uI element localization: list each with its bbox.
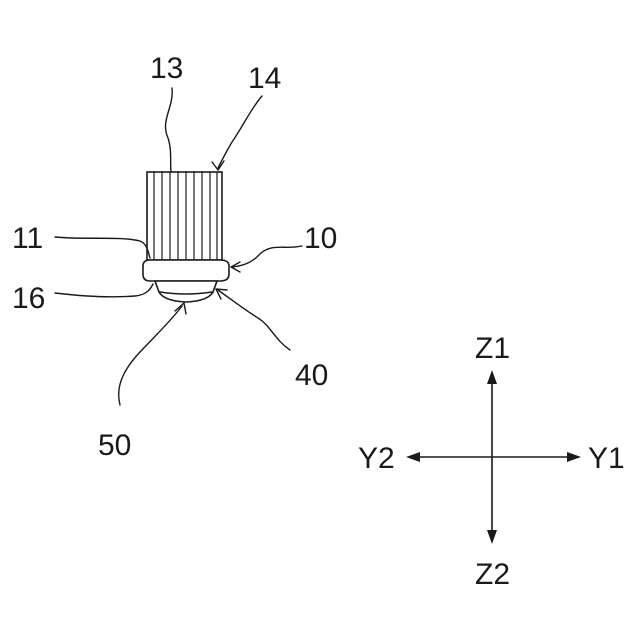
arrow-y2-icon bbox=[406, 452, 420, 462]
ribbed-body bbox=[147, 172, 222, 260]
axis-label-z1: Z1 bbox=[475, 332, 510, 365]
leader-13 bbox=[166, 88, 173, 172]
axis-label-z2: Z2 bbox=[475, 558, 510, 591]
axes-diagram: Z1 Z2 Y2 Y1 bbox=[358, 332, 625, 591]
label-11: 11 bbox=[12, 222, 43, 255]
label-50: 50 bbox=[98, 429, 131, 462]
leader-40 bbox=[218, 290, 290, 350]
leader-11 bbox=[55, 237, 150, 258]
label-14: 14 bbox=[248, 62, 281, 95]
base-flange bbox=[143, 260, 229, 281]
arrow-z2-icon bbox=[487, 530, 497, 544]
axis-label-y1: Y1 bbox=[588, 442, 625, 475]
leader-50 bbox=[119, 306, 182, 405]
device bbox=[143, 172, 229, 302]
leader-16 bbox=[55, 284, 153, 297]
arrow-y1-icon bbox=[567, 452, 581, 462]
label-16: 16 bbox=[12, 282, 45, 315]
label-13: 13 bbox=[150, 52, 183, 85]
label-10: 10 bbox=[304, 222, 337, 255]
axis-label-y2: Y2 bbox=[358, 442, 395, 475]
leader-14 bbox=[218, 96, 262, 168]
lower-dome bbox=[155, 281, 217, 302]
arrow-z1-icon bbox=[487, 370, 497, 384]
leader-10 bbox=[232, 246, 302, 267]
label-40: 40 bbox=[295, 359, 328, 392]
